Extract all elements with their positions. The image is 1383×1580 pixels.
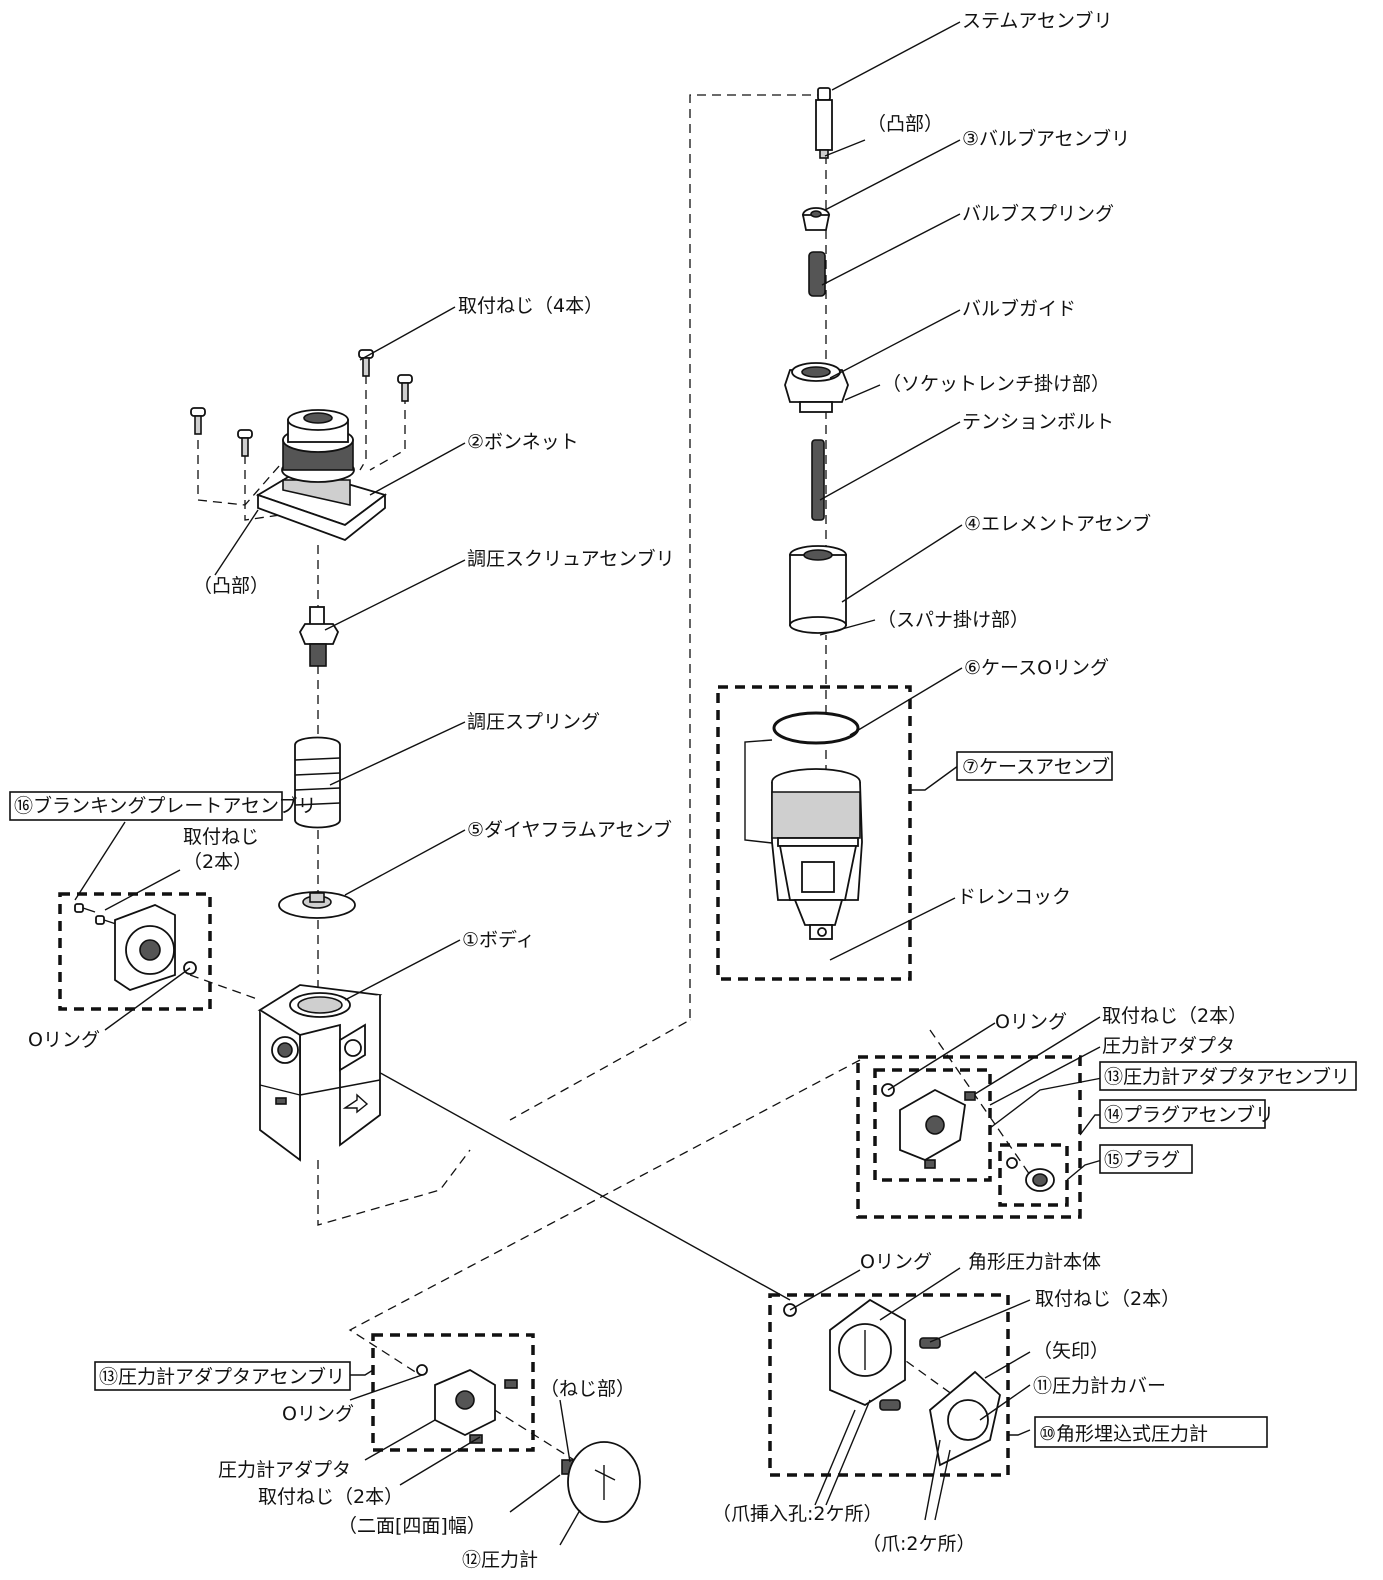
label-blanking-screw: 取付ねじ bbox=[183, 826, 259, 848]
screw bbox=[504, 1379, 518, 1389]
screw bbox=[964, 1091, 976, 1101]
label-oring-left: Oリング bbox=[28, 1029, 100, 1051]
label-valve-guide: バルブガイド bbox=[962, 297, 1076, 320]
label-gauge-adapter-left: 圧力計アダプタ bbox=[218, 1459, 351, 1481]
label-blanking-screw-count: （2本） bbox=[183, 851, 252, 873]
screw bbox=[358, 349, 374, 377]
plug-box bbox=[998, 1143, 1069, 1207]
label-case-oring: ⑥ケースOリング bbox=[964, 657, 1109, 679]
label-valve-spring: バルブスプリング bbox=[962, 202, 1114, 225]
valve-guide-part bbox=[784, 362, 849, 413]
screw bbox=[190, 407, 206, 435]
label-oring-sq: Oリング bbox=[860, 1251, 932, 1273]
screw bbox=[95, 915, 117, 925]
assembly-axis-lines bbox=[189, 94, 1031, 1471]
label-body: ①ボディ bbox=[462, 929, 535, 951]
label-convex-left: （凸部） bbox=[193, 575, 269, 597]
label-diaphragm: ⑤ダイヤフラムアセンブ bbox=[467, 818, 672, 841]
label-screw-2-right: 取付ねじ（2本） bbox=[1102, 1005, 1247, 1027]
label-tension-bolt: テンションボルト bbox=[962, 411, 1114, 433]
screw bbox=[924, 1159, 936, 1169]
right-adapter-parts bbox=[881, 1083, 1055, 1192]
label-square-gauge-body: 角形圧力計本体 bbox=[968, 1251, 1101, 1273]
label-drain-cock: ドレンコック bbox=[957, 886, 1071, 908]
label-claw: （爪:2ケ所） bbox=[862, 1533, 976, 1555]
screw bbox=[397, 374, 413, 402]
label-thread: （ねじ部） bbox=[540, 1378, 635, 1400]
label-adj-spring: 調圧スプリング bbox=[467, 711, 600, 733]
label-square-gauge: ⑩角形埋込式圧力計 bbox=[1039, 1423, 1208, 1445]
label-width-across: （二面[四面]幅） bbox=[338, 1515, 486, 1537]
label-spanner: （スパナ掛け部） bbox=[877, 609, 1029, 631]
case-oring-part bbox=[772, 711, 860, 745]
adjusting-screw-part bbox=[298, 606, 340, 667]
label-gauge-adapter-assy-left: ⑬圧力計アダプタアセンブリ bbox=[99, 1365, 345, 1388]
case-assembly-part bbox=[744, 739, 863, 940]
label-pressure-gauge: ⑫圧力計 bbox=[462, 1549, 538, 1571]
label-plug: ⑮プラグ bbox=[1104, 1149, 1180, 1171]
valve-assembly-part bbox=[801, 207, 831, 231]
leader-lines bbox=[74, 21, 1103, 1546]
stem-assembly-part bbox=[815, 87, 833, 159]
element-assembly-part bbox=[789, 545, 847, 634]
case-assembly-box bbox=[716, 685, 912, 981]
screw bbox=[879, 1399, 901, 1411]
label-oring-right: Oリング bbox=[995, 1011, 1067, 1033]
label-element-assembly: ④エレメントアセンブ bbox=[964, 512, 1151, 535]
label-blanking-plate: ⑯ブランキングプレートアセンブリ bbox=[14, 794, 316, 817]
label-plug-assembly: ⑭プラグアセンブリ bbox=[1104, 1103, 1274, 1126]
diaphragm-part bbox=[278, 891, 356, 919]
adjusting-spring-part bbox=[294, 736, 341, 829]
label-gauge-adapter-assy-right: ⑬圧力計アダプタアセンブリ bbox=[1104, 1065, 1350, 1088]
label-screw-2-left: 取付ねじ（2本） bbox=[258, 1486, 403, 1508]
label-gauge-cover: ⑪圧力計カバー bbox=[1033, 1375, 1166, 1397]
label-arrow-mark: （矢印） bbox=[1033, 1340, 1109, 1362]
screw bbox=[74, 903, 96, 913]
label-screw-2-sq: 取付ねじ（2本） bbox=[1035, 1288, 1180, 1310]
body-part bbox=[257, 984, 383, 1162]
valve-spring-part bbox=[808, 251, 826, 297]
label-case-assembly: ⑦ケースアセンブ bbox=[962, 755, 1110, 778]
square-gauge-box bbox=[768, 1293, 1010, 1477]
label-claw-hole: （爪挿入孔:2ケ所） bbox=[712, 1503, 883, 1525]
label-convex-top: （凸部） bbox=[867, 113, 943, 135]
label-gauge-adapter-right: 圧力計アダプタ bbox=[1102, 1035, 1235, 1057]
blanking-plate-part bbox=[74, 903, 197, 991]
screw bbox=[237, 429, 253, 457]
label-socket-wrench: （ソケットレンチ掛け部） bbox=[882, 373, 1110, 395]
label-valve-assembly: ③バルブアセンブリ bbox=[962, 127, 1130, 150]
label-mount-screw-4: 取付ねじ（4本） bbox=[458, 295, 603, 317]
gauge-adapter-assembly-box-right bbox=[873, 1068, 992, 1182]
bonnet-part bbox=[255, 409, 387, 542]
tension-bolt-part bbox=[811, 439, 825, 521]
label-stem-assembly: ステムアセンブリ bbox=[962, 9, 1112, 32]
text-labels: ステムアセンブリ （凸部） ③バルブアセンブリ バルブスプリング バルブガイド … bbox=[14, 9, 1350, 1571]
label-oring-bottom: Oリング bbox=[282, 1403, 354, 1425]
label-bonnet: ②ボンネット bbox=[467, 431, 579, 453]
bonnet-screws bbox=[190, 349, 413, 457]
label-adj-screw: 調圧スクリュアセンブリ bbox=[467, 547, 675, 570]
label-frames bbox=[9, 751, 1357, 1448]
plug-assembly-box bbox=[856, 1055, 1082, 1219]
square-gauge-parts bbox=[783, 1298, 1001, 1467]
